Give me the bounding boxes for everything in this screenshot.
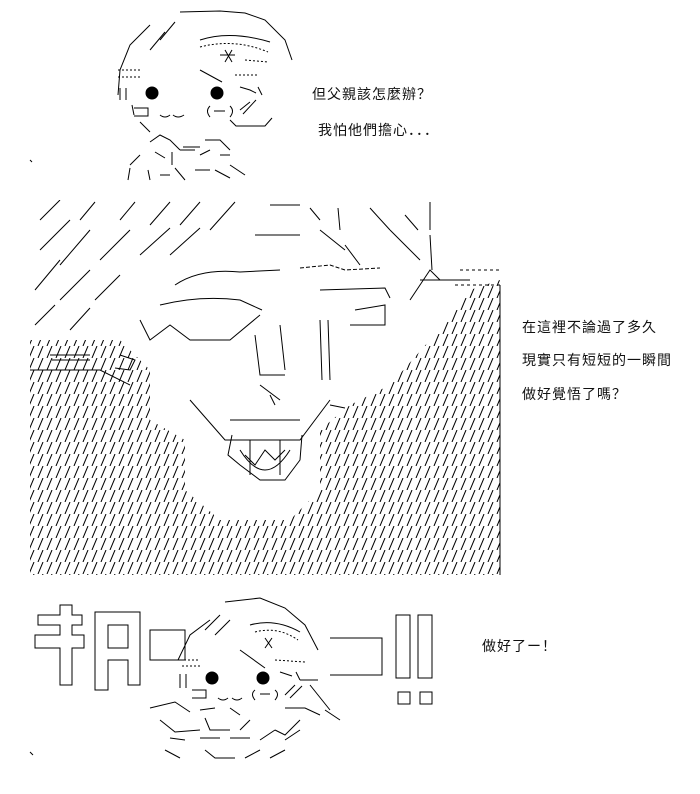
dialogue-line: 我怕他們擔心．．． <box>318 123 439 139</box>
shout-letter-ki <box>34 604 85 686</box>
dialogue-line: 現實只有短短的一瞬間 <box>522 353 672 369</box>
character-art-determined <box>29 597 433 759</box>
dialogue-line: 做好覺悟了嗎？ <box>522 387 627 403</box>
panel-1: 但父親該怎麼辦？ 我怕他們擔心．．． <box>0 0 700 200</box>
character-art-shocked <box>30 200 501 575</box>
dialogue-line: 做好了ー！ <box>482 639 557 655</box>
dialogue-line: 在這裡不論過了多久 <box>522 320 657 336</box>
panel-3: 做好了ー！ <box>0 590 700 794</box>
panel-2: 在這裡不論過了多久 現實只有短短的一瞬間 做好覺悟了嗎？ <box>0 190 700 580</box>
dialogue-line: 但父親該怎麼辦？ <box>312 87 432 103</box>
character-art-worried <box>29 10 293 181</box>
shout-exclamation-bars <box>395 614 433 679</box>
shout-letter-ri <box>94 611 141 691</box>
